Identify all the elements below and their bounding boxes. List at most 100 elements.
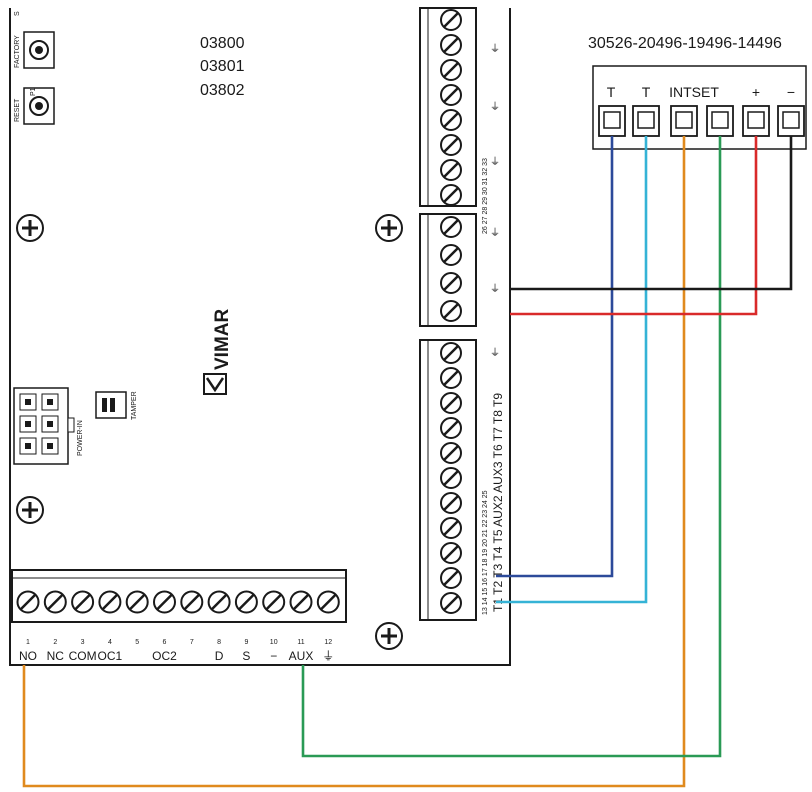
right-terminal-screw[interactable] <box>440 134 462 156</box>
right-terminal-screw[interactable] <box>440 342 462 364</box>
bottom-terminal-block <box>11 569 347 623</box>
right-terminal-screw[interactable] <box>440 567 462 589</box>
right-terminal-screw[interactable] <box>440 34 462 56</box>
factory-sub-label: S <box>14 11 21 16</box>
earth-symbol-1: ⏚ <box>490 43 500 55</box>
bottom-terminal-number: 6 <box>163 639 167 646</box>
wire-blue <box>496 136 614 578</box>
mounting-screw-mid-left <box>16 496 44 524</box>
factory-button[interactable] <box>23 31 55 69</box>
bottom-terminal-label: D <box>215 649 224 663</box>
module-terminal-label: + <box>752 84 760 100</box>
bottom-terminal-screw[interactable] <box>207 590 231 614</box>
right-terminal-screw[interactable] <box>440 442 462 464</box>
bottom-terminal-screw[interactable] <box>43 590 67 614</box>
intset-module <box>592 65 807 150</box>
bottom-terminal-number: 2 <box>53 639 57 646</box>
earth-symbol-2: ⏚ <box>490 101 500 113</box>
wire-black <box>510 136 793 291</box>
vimar-brand-text: VIMAR <box>212 309 233 371</box>
bottom-terminal-label: AUX <box>289 649 314 663</box>
vimar-logo: VIMAR <box>203 309 233 395</box>
tamper-connector <box>95 391 127 419</box>
bottom-terminal-label: COM <box>69 649 97 663</box>
module-terminal[interactable] <box>706 105 734 137</box>
module-code: 30526-20496-19496-14496 <box>588 35 782 52</box>
module-terminal[interactable] <box>777 105 805 137</box>
bottom-terminal-number: 7 <box>190 639 194 646</box>
right-terminal-screw[interactable] <box>440 272 462 294</box>
module-terminal-label: T <box>642 84 651 100</box>
right-terminal-screw[interactable] <box>440 392 462 414</box>
bottom-terminal-label: ⏚ <box>322 649 334 663</box>
bottom-terminal-label: NO <box>19 649 37 663</box>
earth-symbol-3: ⏚ <box>490 156 500 168</box>
bottom-terminal-number: 3 <box>81 639 85 646</box>
factory-label: FACTORY <box>14 35 21 68</box>
right-terminal-screw[interactable] <box>440 159 462 181</box>
module-terminal[interactable] <box>632 105 660 137</box>
bottom-terminal-label: OC1 <box>98 649 123 663</box>
bottom-terminal-screw[interactable] <box>98 590 122 614</box>
bottom-terminal-screw[interactable] <box>153 590 176 614</box>
model-number-2: 03801 <box>200 58 245 75</box>
bottom-terminal-screw[interactable] <box>180 590 204 614</box>
bottom-terminal-number: 12 <box>324 639 332 646</box>
right-top-terminal-numbers: 26 27 28 29 30 31 32 33 <box>482 158 489 234</box>
bottom-terminal-number: 1 <box>26 639 30 646</box>
tamper-label: TAMPER <box>131 391 138 420</box>
bottom-terminal-screw[interactable] <box>125 590 149 614</box>
right-terminal-screw[interactable] <box>440 467 462 489</box>
module-terminal[interactable] <box>670 105 698 137</box>
bottom-terminal-label: − <box>270 649 277 663</box>
earth-symbol-6: ⏚ <box>490 347 500 359</box>
bottom-terminal-number: 8 <box>217 639 221 646</box>
module-terminal[interactable] <box>742 105 770 137</box>
bottom-terminal-screw[interactable] <box>316 590 340 614</box>
right-terminal-screw[interactable] <box>440 59 462 81</box>
mounting-screw-bottom-right <box>375 622 403 650</box>
bottom-terminal-screw[interactable] <box>262 590 286 614</box>
bottom-terminal-number: 5 <box>135 639 139 646</box>
earth-symbol-4: ⏚ <box>490 227 500 239</box>
wire-orange <box>22 136 686 788</box>
bottom-terminal-screw[interactable] <box>234 590 258 614</box>
right-terminal-screw[interactable] <box>440 517 462 539</box>
bottom-terminal-number: 4 <box>108 639 112 646</box>
bottom-terminal-label: OC2 <box>152 649 177 663</box>
module-terminal[interactable] <box>598 105 626 137</box>
module-terminal-label: T <box>607 84 616 100</box>
earth-symbol-5: ⏚ <box>490 283 500 295</box>
control-board-outline <box>9 8 511 666</box>
bottom-terminal-screw[interactable] <box>16 590 40 614</box>
reset-label: RESET <box>14 98 21 122</box>
module-terminal-label: − <box>787 84 795 100</box>
right-terminal-screw[interactable] <box>440 244 462 266</box>
reset-sub-label: P1 <box>30 87 37 96</box>
right-terminal-screw[interactable] <box>440 367 462 389</box>
right-terminal-screw[interactable] <box>440 592 462 614</box>
reset-button[interactable] <box>23 87 55 125</box>
wire-cyan <box>496 136 648 604</box>
right-terminal-screw[interactable] <box>440 84 462 106</box>
right-terminal-screw[interactable] <box>440 184 462 206</box>
right-terminal-screw[interactable] <box>440 542 462 564</box>
right-terminal-screw[interactable] <box>440 216 462 238</box>
wire-red <box>510 136 758 316</box>
mounting-screw-top-right <box>375 214 403 242</box>
bottom-terminal-number: 11 <box>297 639 304 646</box>
mounting-screw-top-left <box>16 214 44 242</box>
right-terminal-screw[interactable] <box>440 9 462 31</box>
power-in-connector <box>13 387 75 465</box>
right-terminal-screw[interactable] <box>440 492 462 514</box>
right-terminal-screw[interactable] <box>440 300 462 322</box>
right-terminal-screw[interactable] <box>440 417 462 439</box>
right-bottom-terminal-numbers: 13 14 15 16 17 18 19 20 21 22 23 24 25 <box>482 490 489 615</box>
bottom-terminal-screw[interactable] <box>71 590 95 614</box>
model-number-3: 03802 <box>200 82 245 99</box>
model-number-1: 03800 <box>200 35 245 52</box>
bottom-terminal-screw[interactable] <box>289 590 313 614</box>
right-terminal-screw[interactable] <box>440 109 462 131</box>
bottom-terminal-number: 9 <box>244 639 248 646</box>
